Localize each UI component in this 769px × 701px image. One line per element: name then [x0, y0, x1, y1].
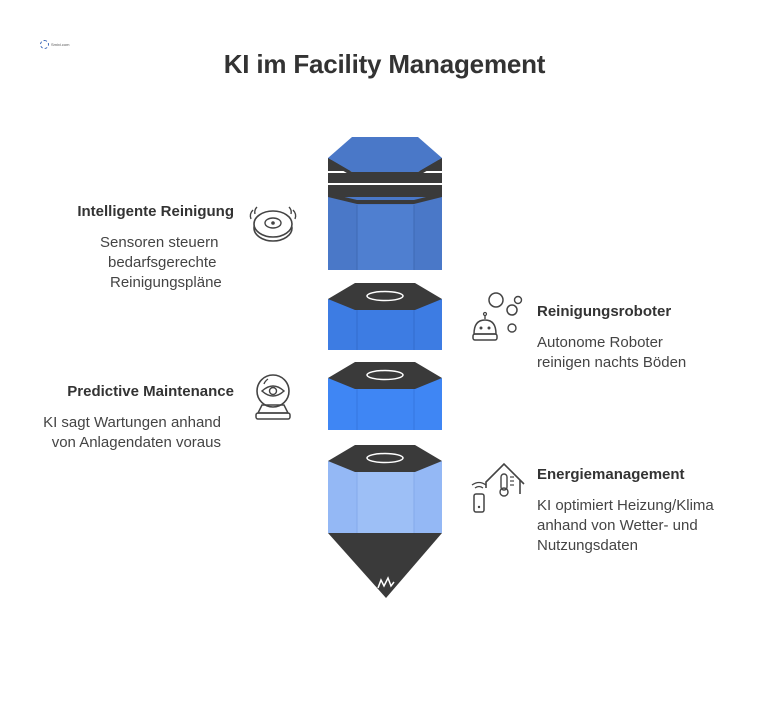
item-description-predictive-maintenance: KI sagt Wartungen anhand von Anlagendate…	[1, 413, 221, 453]
description-line: bedarfsgerechte	[108, 254, 217, 271]
item-description-energy-management: KI optimiert Heizung/Klima anhand von We…	[537, 496, 757, 556]
description-line: Sensoren steuern	[100, 234, 219, 251]
robot-vacuum-icon	[249, 206, 297, 242]
description-line: von Anlagendaten voraus	[51, 434, 221, 451]
description-line: KI optimiert Heizung/Klima	[537, 497, 714, 514]
segment-intelligent-cleaning	[328, 137, 442, 270]
smart-home-thermometer-icon	[471, 462, 525, 513]
description-line: KI sagt Wartungen anhand	[43, 414, 221, 431]
crystal-ball-eye-icon	[255, 374, 291, 420]
item-heading-cleaning-robot: Reinigungsroboter	[537, 303, 672, 320]
logo-text: Smixi.com	[51, 42, 70, 47]
item-heading-energy-management: Energiemanagement	[537, 466, 685, 483]
item-description-intelligent-cleaning: Sensoren steuern bedarfsgerechte Reinigu…	[100, 233, 230, 293]
cleaning-robot-icon	[472, 292, 523, 341]
logo-icon	[40, 40, 49, 49]
page-title: KI im Facility Management	[223, 49, 546, 79]
item-heading-intelligent-cleaning: Intelligente Reinigung	[77, 203, 234, 220]
description-line: anhand von Wetter- und	[537, 517, 698, 534]
item-heading-predictive-maintenance: Predictive Maintenance	[67, 383, 234, 400]
description-line: Autonome Roboter	[537, 334, 663, 351]
item-description-cleaning-robot: Autonome Roboter reinigen nachts Böden	[537, 333, 737, 373]
pencil-tip	[328, 533, 442, 598]
description-line: Reinigungspläne	[110, 274, 222, 291]
segment-cleaning-robot	[328, 283, 442, 350]
segment-predictive-maintenance	[328, 362, 442, 430]
description-line: reinigen nachts Böden	[537, 354, 687, 371]
description-line: Nutzungsdaten	[537, 537, 638, 554]
logo: Smixi.com	[40, 40, 69, 49]
segment-energy-management	[328, 445, 442, 533]
